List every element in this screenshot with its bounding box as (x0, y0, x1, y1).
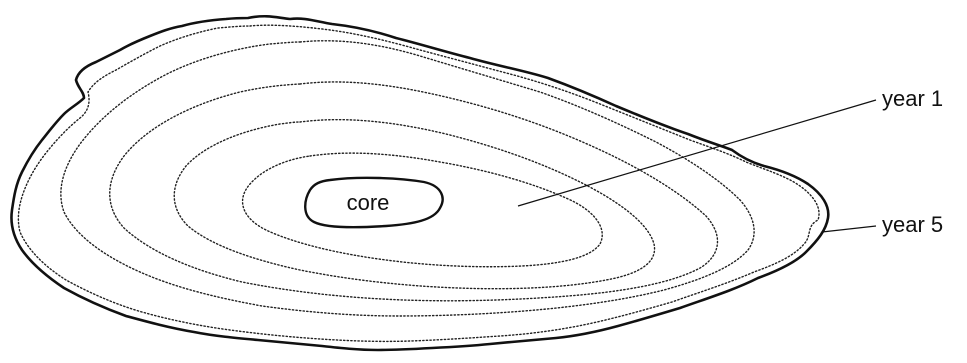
year-1-label: year 1 (882, 86, 943, 111)
year-5-pointer-line (821, 225, 877, 233)
growth-ring-4 (60, 40, 755, 317)
growth-ring-5 (17, 24, 820, 343)
year-5-label: year 5 (882, 212, 943, 237)
growth-ring-1 (241, 152, 603, 268)
core-outline (304, 176, 444, 229)
year-1-pointer-line (517, 99, 877, 207)
core-label: core (347, 190, 390, 215)
growth-ring-3 (109, 81, 719, 302)
